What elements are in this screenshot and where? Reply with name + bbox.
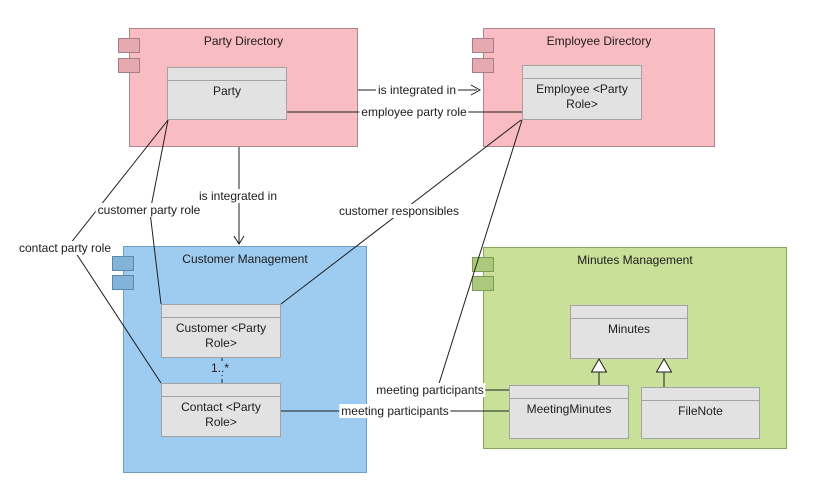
label-meeting-participants-upper: meeting participants [374,383,486,397]
component-customer-management[interactable]: Customer Management [123,246,367,473]
class-name: Minutes [607,322,651,336]
class-header-strip [168,68,286,81]
class-minutes[interactable]: Minutes [570,305,688,359]
component-tab-icon [472,276,494,291]
class-name: MeetingMinutes [526,402,612,416]
component-tab-icon [472,58,494,73]
component-tab-icon [472,38,494,53]
open-arrowhead-right-icon [470,84,482,96]
component-title: Employee Directory [546,34,652,48]
component-title: Minutes Management [577,253,693,267]
label-multiplicity: 1..* [208,361,232,375]
class-contact[interactable]: Contact <Party Role> [161,383,281,437]
label-meeting-participants-lower: meeting participants [339,404,451,418]
class-header-strip [162,305,280,318]
class-meeting-minutes[interactable]: MeetingMinutes [509,385,629,439]
label-is-integrated-in-vertical: is integrated in [196,189,280,203]
open-arrowhead-down-icon [233,235,245,245]
component-tab-icon [118,58,140,73]
label-customer-responsibles: customer responsibles [336,204,462,218]
label-is-integrated-in-top: is integrated in [375,83,459,97]
class-name: Contact <Party Role> [181,400,261,429]
class-header-strip [162,384,280,397]
label-employee-party-role: employee party role [359,105,469,119]
class-party[interactable]: Party [167,67,287,120]
component-tab-icon [472,257,494,272]
component-tab-icon [112,256,134,271]
class-header-strip [510,386,628,399]
class-name: FileNote [678,404,723,418]
class-employee[interactable]: Employee <Party Role> [522,65,642,120]
class-name: Customer <Party Role> [175,321,267,350]
class-name: Party [212,84,241,98]
component-title: Customer Management [182,252,308,266]
class-customer[interactable]: Customer <Party Role> [161,304,281,358]
component-tab-icon [112,275,134,290]
class-header-strip [523,66,641,79]
label-contact-party-role: contact party role [16,241,114,255]
label-customer-party-role: customer party role [95,203,203,217]
component-tab-icon [118,38,140,53]
class-file-note[interactable]: FileNote [641,387,760,439]
class-header-strip [571,306,687,319]
class-name: Employee <Party Role> [536,82,628,111]
class-header-strip [642,388,759,401]
component-title: Party Directory [203,34,284,48]
